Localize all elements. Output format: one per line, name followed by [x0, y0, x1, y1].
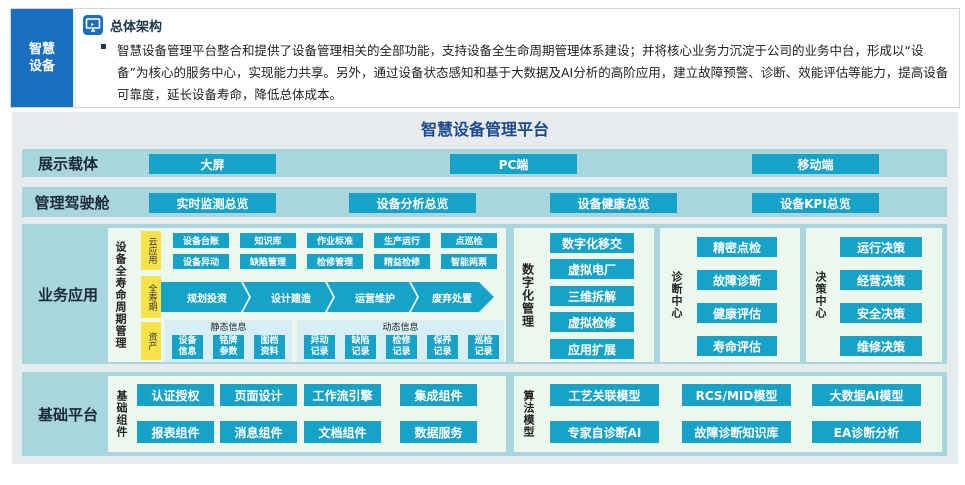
life-step-0[interactable]: 规划投资	[187, 293, 227, 305]
business-label: 业务应用	[37, 285, 98, 304]
decision-title: 决策中心	[814, 271, 827, 319]
component-7[interactable]: 数据服务	[400, 421, 477, 443]
components-title: 基础组件	[115, 390, 128, 438]
cockpit-label: 管理驾驶舱	[34, 193, 110, 212]
cloud-item-7[interactable]: 检修管理	[307, 254, 363, 269]
cockpit-kpi[interactable]: 设备KPI总览	[752, 193, 879, 213]
description: 智慧设备管理平台整合和提供了设备管理相关的全部功能，支持设备全生命周期管理体系建…	[117, 43, 949, 102]
diagnosis-item-1[interactable]: 故障诊断	[697, 270, 777, 290]
header-panel	[10, 8, 960, 108]
cloud-item-0[interactable]: 设备台账	[173, 233, 229, 248]
algo-0[interactable]: 工艺关联模型	[550, 384, 659, 406]
display-label: 展示载体	[37, 154, 98, 173]
dynamic-item-3[interactable]: 保养记录	[427, 335, 458, 359]
component-6[interactable]: 文档组件	[304, 421, 381, 443]
algo-4[interactable]: 故障诊断知识库	[682, 421, 791, 443]
digital-item-1[interactable]: 虚拟电厂	[550, 259, 634, 279]
dynamic-item-0[interactable]: 异动记录	[304, 335, 335, 359]
dynamic-item-4[interactable]: 巡检记录	[468, 335, 499, 359]
diagnosis-item-3[interactable]: 寿命评估	[697, 336, 777, 356]
life-arrow-2	[327, 282, 417, 312]
digital-item-3[interactable]: 虚拟检修	[550, 312, 634, 332]
life-arrow-3	[411, 282, 494, 312]
decision-item-0[interactable]: 运行决策	[840, 237, 922, 257]
digital-item-0[interactable]: 数字化移交	[550, 233, 634, 253]
life-arrow-0	[161, 282, 249, 312]
header-strip	[73, 9, 76, 107]
component-3[interactable]: 集成组件	[400, 384, 477, 406]
cockpit-realtime[interactable]: 实时监测总览	[149, 193, 276, 213]
life-step-1[interactable]: 设计建造	[271, 293, 311, 305]
component-1[interactable]: 页面设计	[220, 384, 297, 406]
diagnosis-item-0[interactable]: 精密点检	[697, 237, 777, 257]
static-item-0[interactable]: 设备信息	[172, 335, 203, 359]
cloud-item-9[interactable]: 智能两票	[441, 254, 497, 269]
cockpit-health[interactable]: 设备健康总览	[550, 193, 677, 213]
bullet: ▪	[100, 41, 107, 52]
component-0[interactable]: 认证授权	[137, 384, 214, 406]
section-title: 总体架构	[110, 20, 163, 35]
algo-3[interactable]: 专家自诊断AI	[550, 421, 659, 443]
digital-title: 数字化管理	[520, 262, 535, 328]
cloud-item-8[interactable]: 精益检修	[374, 254, 430, 269]
component-2[interactable]: 工作流引擎	[304, 384, 381, 406]
cloud-item-2[interactable]: 作业标准	[307, 233, 363, 248]
dynamic-item-2[interactable]: 检修记录	[386, 335, 417, 359]
dynamic-item-1[interactable]: 缺陷记录	[345, 335, 376, 359]
display-bigscreen[interactable]: 大屏	[149, 154, 276, 174]
digital-item-2[interactable]: 三维拆解	[550, 286, 634, 306]
life-step-2[interactable]: 运营维护	[355, 293, 395, 305]
static-item-2[interactable]: 图档资料	[254, 335, 285, 359]
cloud-item-6[interactable]: 缺陷管理	[240, 254, 296, 269]
cloud-label: 云应用	[141, 231, 161, 270]
algo-5[interactable]: EA诊断分析	[812, 421, 921, 443]
static-item-1[interactable]: 铭牌参数	[213, 335, 244, 359]
component-5[interactable]: 消息组件	[220, 421, 297, 443]
diagram-title: 智慧设备管理平台	[420, 120, 549, 139]
algo-2[interactable]: 大数据AI模型	[812, 384, 921, 406]
cloud-item-1[interactable]: 知识库	[240, 233, 296, 248]
decision-item-3[interactable]: 维修决策	[840, 336, 922, 356]
diagnosis-title: 诊断中心	[670, 271, 683, 319]
asset-label: 资产	[141, 322, 161, 360]
header-badge: 智慧 设备	[11, 9, 73, 107]
dynamic-info-title: 动态信息	[382, 323, 419, 333]
display-pc[interactable]: PC端	[450, 154, 577, 174]
static-info-title: 静态信息	[210, 323, 247, 333]
cloud-item-5[interactable]: 设备异动	[173, 254, 229, 269]
cloud-item-4[interactable]: 点巡检	[441, 233, 497, 248]
diagnosis-item-2[interactable]: 健康评估	[697, 303, 777, 323]
digital-item-4[interactable]: 应用扩展	[550, 339, 634, 359]
cockpit-analysis[interactable]: 设备分析总览	[349, 193, 476, 213]
life-arrow-1	[243, 282, 333, 312]
component-4[interactable]: 报表组件	[137, 421, 214, 443]
cloud-item-3[interactable]: 生产运行	[374, 233, 430, 248]
display-mobile[interactable]: 移动端	[752, 154, 879, 174]
algo-title: 算法模型	[522, 390, 535, 438]
life-step-3[interactable]: 废弃处置	[432, 293, 472, 305]
monitor-icon	[82, 14, 104, 36]
decision-item-2[interactable]: 安全决策	[840, 303, 922, 323]
decision-item-1[interactable]: 经营决策	[840, 270, 922, 290]
life-label: 全寿期	[141, 276, 161, 318]
lifecycle-title: 设备全寿命周期管理	[114, 241, 127, 349]
life-step-arrows	[161, 282, 494, 312]
algo-1[interactable]: RCS/MID模型	[682, 384, 791, 406]
foundation-label: 基础平台	[37, 405, 98, 424]
